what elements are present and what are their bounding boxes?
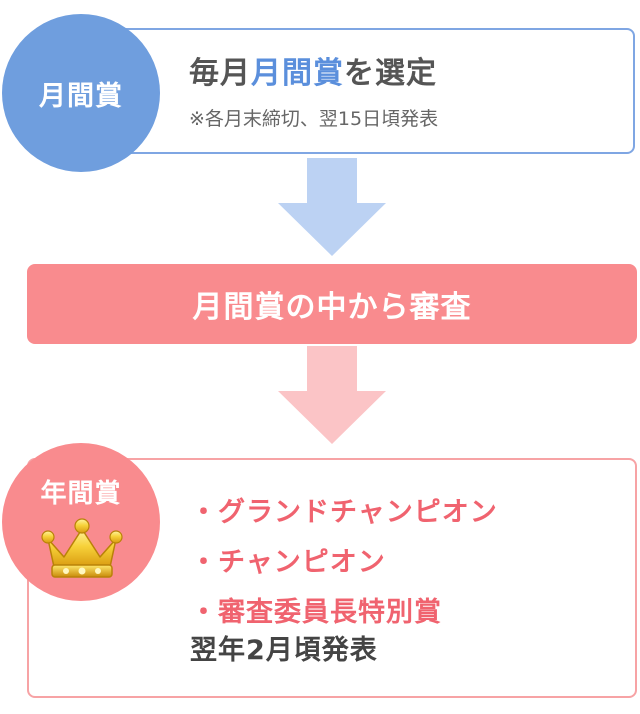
monthly-title-highlight: 月間賞	[251, 56, 344, 91]
down-arrow-icon	[278, 346, 386, 444]
monthly-award-badge: 月間賞	[2, 14, 160, 172]
monthly-title: 毎月月間賞を選定	[189, 48, 437, 92]
monthly-note: ※各月末締切、翌15日頃発表	[189, 108, 439, 130]
annual-award-list: ・グランドチャンピオン ・チャンピオン ・審査委員長特別賞	[190, 488, 498, 638]
monthly-title-prefix: 毎月	[189, 56, 251, 91]
award-item-grand-champion: ・グランドチャンピオン	[190, 497, 498, 528]
monthly-award-badge-label: 月間賞	[39, 80, 123, 112]
judging-banner-label: 月間賞の中から審査	[192, 290, 472, 325]
annual-announcement: 翌年2月頃発表	[190, 635, 378, 666]
down-arrow-icon	[278, 158, 386, 256]
judging-banner: 月間賞の中から審査	[27, 264, 637, 344]
monthly-award-box: 毎月月間賞を選定 ※各月末締切、翌15日頃発表	[70, 28, 635, 154]
award-item-champion: ・チャンピオン	[190, 547, 386, 578]
annual-award-badge: 年間賞	[2, 443, 160, 601]
annual-award-badge-label: 年間賞	[40, 479, 122, 509]
crown-icon	[41, 518, 123, 578]
monthly-title-suffix: を選定	[344, 56, 437, 91]
award-item-chair-special: ・審査委員長特別賞	[190, 597, 442, 628]
